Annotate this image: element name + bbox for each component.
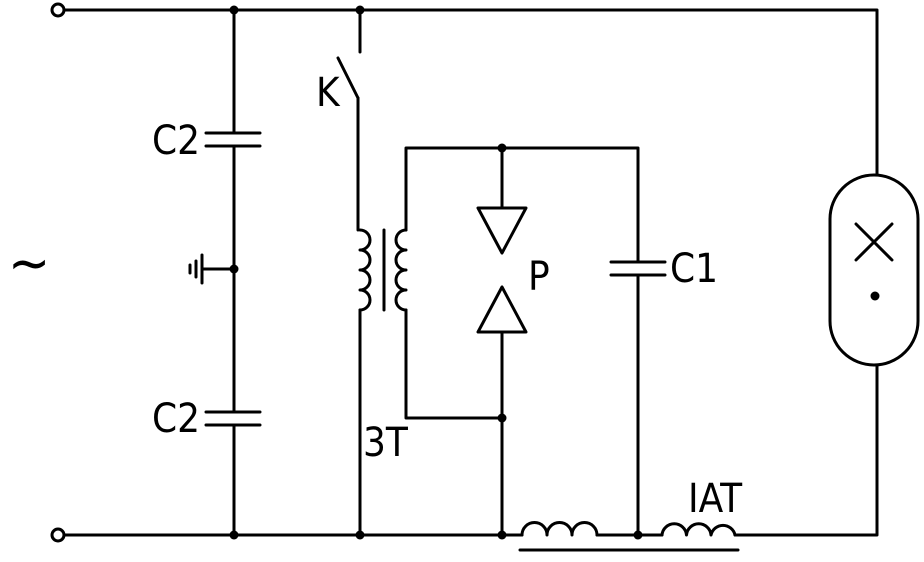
ground-icon <box>188 253 236 285</box>
terminal-bottom-icon <box>50 527 66 543</box>
top-rail <box>62 8 879 177</box>
transformer-label: 3T <box>363 420 409 466</box>
cap-c2-top-label: C2 <box>152 118 200 164</box>
inductor-coil-left <box>520 521 599 537</box>
spark-gap-upper-triangle-icon <box>476 206 528 255</box>
bottom-rail <box>62 363 879 537</box>
switch-k-wire <box>356 8 362 537</box>
cap-c2-bottom-label: C2 <box>152 396 200 442</box>
switch-k-label: K <box>316 70 341 116</box>
inductor-coil-right <box>660 522 737 537</box>
lamp-body <box>828 173 920 367</box>
cap-c1-label: C1 <box>670 246 718 292</box>
spark-gap-lower-triangle-icon <box>476 285 528 334</box>
ac-source-label: ~ <box>8 231 50 296</box>
capacitor-c2-bottom <box>204 410 262 427</box>
spark-gap-label: P <box>528 254 550 300</box>
capacitor-c1 <box>609 260 667 277</box>
capacitor-c2-top <box>204 131 262 148</box>
lamp-cross-icon <box>854 222 894 262</box>
inductor-label: IAT <box>688 476 743 522</box>
transformer-secondary-coil <box>394 228 408 312</box>
terminal-top-icon <box>50 2 66 18</box>
secondary-loop-wire <box>404 146 640 537</box>
switch-k-blade <box>336 56 360 100</box>
lamp-dot-icon <box>870 291 880 301</box>
transformer-primary-coil <box>358 228 372 312</box>
